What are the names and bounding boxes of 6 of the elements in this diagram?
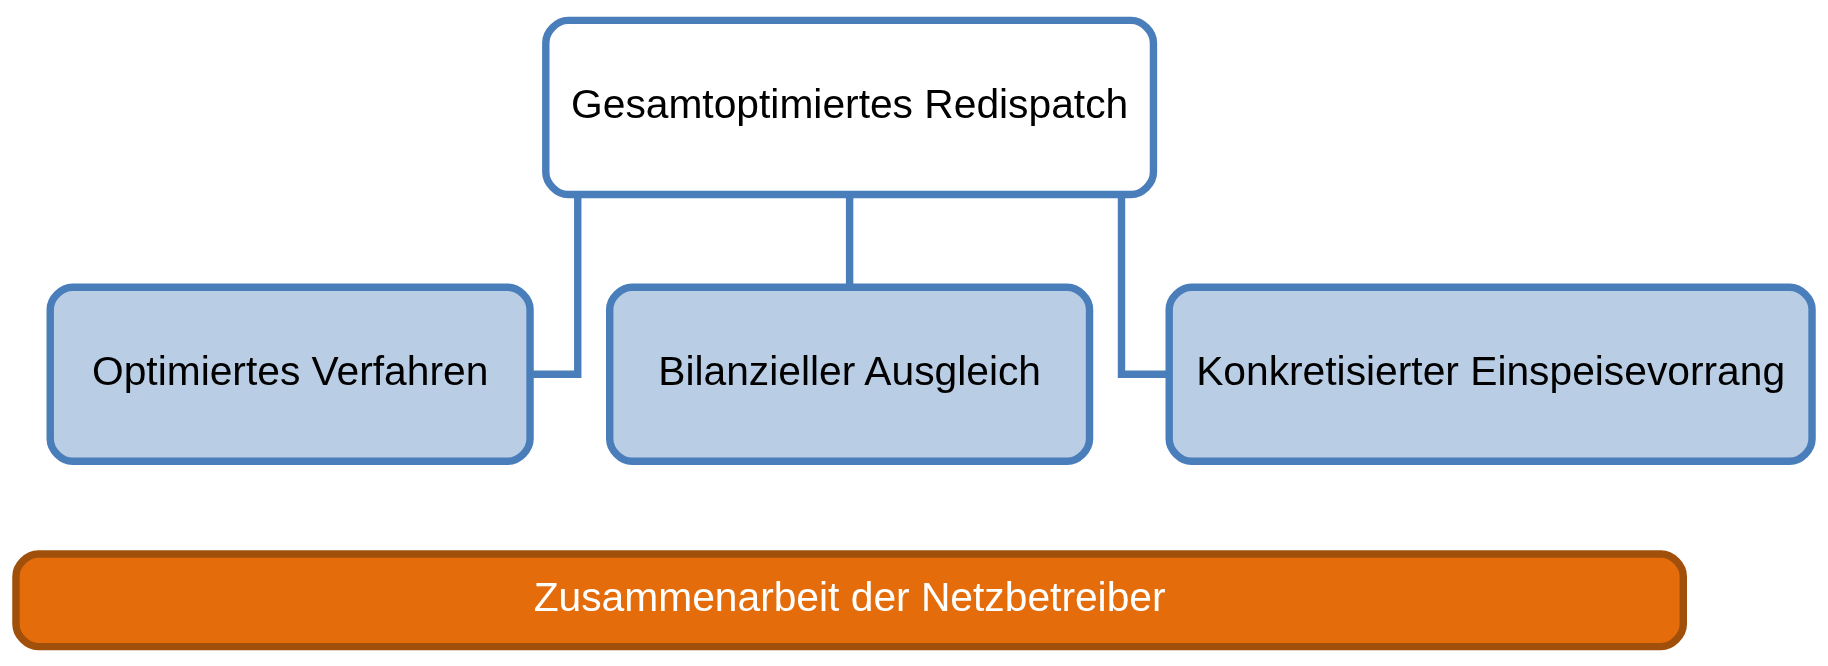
node-box: Optimiertes Verfahren bbox=[46, 282, 534, 465]
node-box: Zusammenarbeit der Netzbetreiber bbox=[12, 549, 1687, 650]
node-box: Gesamtoptimiertes Redispatch bbox=[542, 16, 1158, 198]
node-box: Konkretisierter Einspeisevorrang bbox=[1165, 282, 1816, 465]
connector bbox=[530, 194, 582, 378]
node-box: Bilanzieller Ausgleich bbox=[606, 282, 1094, 465]
